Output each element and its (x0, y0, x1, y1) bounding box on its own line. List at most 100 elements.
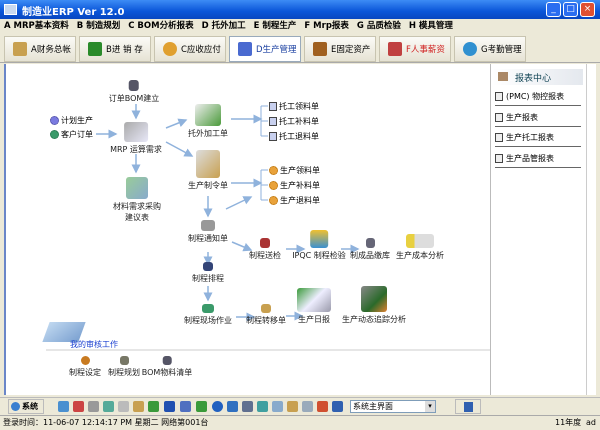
sheet-icon (126, 177, 148, 199)
report-quality[interactable]: 生产品管报表 (495, 153, 581, 168)
tab-fixed-assets[interactable]: E固定资产 (304, 36, 376, 62)
terminal-icon (361, 286, 387, 312)
menu-outsource[interactable]: D 托外加工 (201, 21, 246, 31)
report-center-panel: 报表中心 (PMC) 物控报表 生产报表 生产托工报表 生产品管报表 (490, 64, 586, 395)
tab-label: B进 销 存 (106, 45, 143, 55)
tool-icon-4[interactable] (103, 401, 114, 412)
tool-icon-17[interactable] (302, 401, 313, 412)
menu-bom-reports[interactable]: C BOM分析报表 (128, 21, 194, 31)
order-bom-node[interactable]: 订单BOM建立 (109, 80, 159, 104)
tool-icon-6[interactable] (133, 401, 144, 412)
doc-icon (269, 132, 277, 141)
inspect-icon (260, 238, 270, 248)
process-schedule-node[interactable]: 制程排程 (192, 262, 224, 284)
report-production[interactable]: 生产报表 (495, 112, 581, 127)
tool-icon-7[interactable] (148, 401, 159, 412)
process-notice-node[interactable]: 制程通知单 (188, 220, 228, 244)
exit-icon (464, 402, 473, 412)
tool-icon-12[interactable] (227, 401, 238, 412)
gear-icon (80, 356, 90, 365)
ledger-icon (13, 42, 27, 56)
node-label: 制程排程 (192, 274, 224, 283)
chevron-down-icon[interactable]: ▾ (425, 401, 435, 412)
help-icon[interactable] (180, 401, 191, 412)
tab-receivable[interactable]: C应收应付 (154, 36, 226, 62)
close-button[interactable]: × (580, 2, 595, 17)
menu-bar: A MRP基本资料 B 制造规划 C BOM分析报表 D 托外加工 E 制程生产… (0, 19, 600, 33)
audit-process-planning[interactable]: 制程规划 (108, 356, 140, 378)
node-label: IPQC 制程检验 (292, 251, 346, 260)
tool-icon-1[interactable] (58, 401, 69, 412)
menu-planning[interactable]: B 制造规划 (76, 21, 121, 31)
view-select[interactable]: 系统主界面▾ (350, 400, 436, 413)
worker-icon (196, 150, 220, 178)
doc-icon (495, 113, 503, 122)
audit-bom-list[interactable]: BOM物料清单 (141, 356, 193, 378)
tool-icon-18[interactable] (317, 401, 328, 412)
flow-arrows (46, 104, 492, 351)
menu-mrp-basic[interactable]: A MRP基本资料 (4, 21, 69, 31)
menu-quality[interactable]: G 品质检验 (356, 21, 401, 31)
tool-icon-11[interactable] (212, 401, 223, 412)
tool-icon-5[interactable] (118, 401, 129, 412)
report-pmc[interactable]: (PMC) 物控报表 (495, 91, 581, 106)
outsource-issue-node[interactable]: 托工领料单 (269, 101, 319, 112)
tool-icon-16[interactable] (287, 401, 298, 412)
tool-icon-10[interactable] (196, 401, 207, 412)
daily-report-node[interactable]: 生产日报 (297, 288, 331, 325)
cost-analysis-node[interactable]: 生产成本分析 (396, 234, 444, 261)
finished-stock-node[interactable]: 制成品缴库 (350, 238, 390, 261)
tool-icon-19[interactable] (332, 401, 343, 412)
tool-icon-13[interactable] (242, 401, 253, 412)
bom-icon (162, 356, 172, 365)
tool-icon-2[interactable] (73, 401, 84, 412)
customer-order-node[interactable]: 客户订单 (50, 129, 93, 140)
system-button[interactable]: 系统 (8, 399, 44, 414)
doc-icon (495, 92, 503, 101)
mrp-node[interactable]: MRP 运算需求 (110, 122, 162, 155)
node-label: 建议表 (125, 213, 149, 222)
tab-hr-payroll[interactable]: F人事薪资 (379, 36, 451, 62)
process-transfer-node[interactable]: 制程转移单 (246, 304, 286, 326)
ipqc-node[interactable]: IPQC 制程检验 (292, 230, 346, 261)
tab-finance[interactable]: A财务总帐 (4, 36, 76, 62)
report-center-title: 报表中心 (515, 74, 552, 84)
process-site-node[interactable]: 制程现场作业 (184, 304, 232, 326)
node-label: 托外加工单 (188, 129, 228, 138)
process-inspect-node[interactable]: 制程送检 (249, 238, 281, 261)
report-label: 生产报表 (506, 113, 538, 122)
dynamic-tracking-node[interactable]: 生产动态追踪分析 (342, 286, 406, 325)
tab-attendance[interactable]: G考勤管理 (454, 36, 526, 62)
audit-process-setting[interactable]: 制程设定 (69, 356, 101, 378)
report-outsource[interactable]: 生产托工报表 (495, 132, 581, 147)
prod-return-node[interactable]: 生产退料单 (269, 195, 320, 206)
purchase-suggestion-node[interactable]: 材料需求采购建议表 (113, 177, 161, 223)
plan-production-node[interactable]: 计划生产 (50, 115, 93, 126)
menu-mrp-reports[interactable]: F Mrp报表 (304, 21, 349, 31)
maximize-button[interactable]: □ (563, 2, 578, 17)
computer-icon (203, 262, 213, 271)
node-label: BOM物料清单 (141, 368, 193, 377)
exit-button[interactable] (455, 399, 481, 414)
tool-icon-3[interactable] (88, 401, 99, 412)
bom-icon (128, 80, 139, 91)
tab-inventory[interactable]: B进 销 存 (79, 36, 151, 62)
prod-supplement-node[interactable]: 生产补料单 (269, 180, 320, 191)
outsource-supplement-node[interactable]: 托工补料单 (269, 116, 319, 127)
node-label: 客户订单 (61, 130, 93, 139)
prod-issue-node[interactable]: 生产领料单 (269, 165, 320, 176)
report-icon (498, 72, 508, 81)
menu-mold[interactable]: H 模具管理 (408, 21, 453, 31)
outsource-return-node[interactable]: 托工退料单 (269, 131, 319, 142)
minimize-button[interactable]: _ (546, 2, 561, 17)
tool-icon-8[interactable] (164, 401, 175, 412)
report-label: (PMC) 物控报表 (506, 92, 565, 101)
outsource-order-node[interactable]: 托外加工单 (188, 104, 228, 139)
doc-icon (269, 117, 277, 126)
menu-process-production[interactable]: E 制程生产 (253, 21, 297, 31)
vertical-scrollbar[interactable] (586, 64, 596, 395)
production-order-node[interactable]: 生产制令单 (188, 150, 228, 191)
tool-icon-14[interactable] (257, 401, 268, 412)
tool-icon-15[interactable] (272, 401, 283, 412)
tab-production[interactable]: D生产管理 (229, 36, 301, 62)
